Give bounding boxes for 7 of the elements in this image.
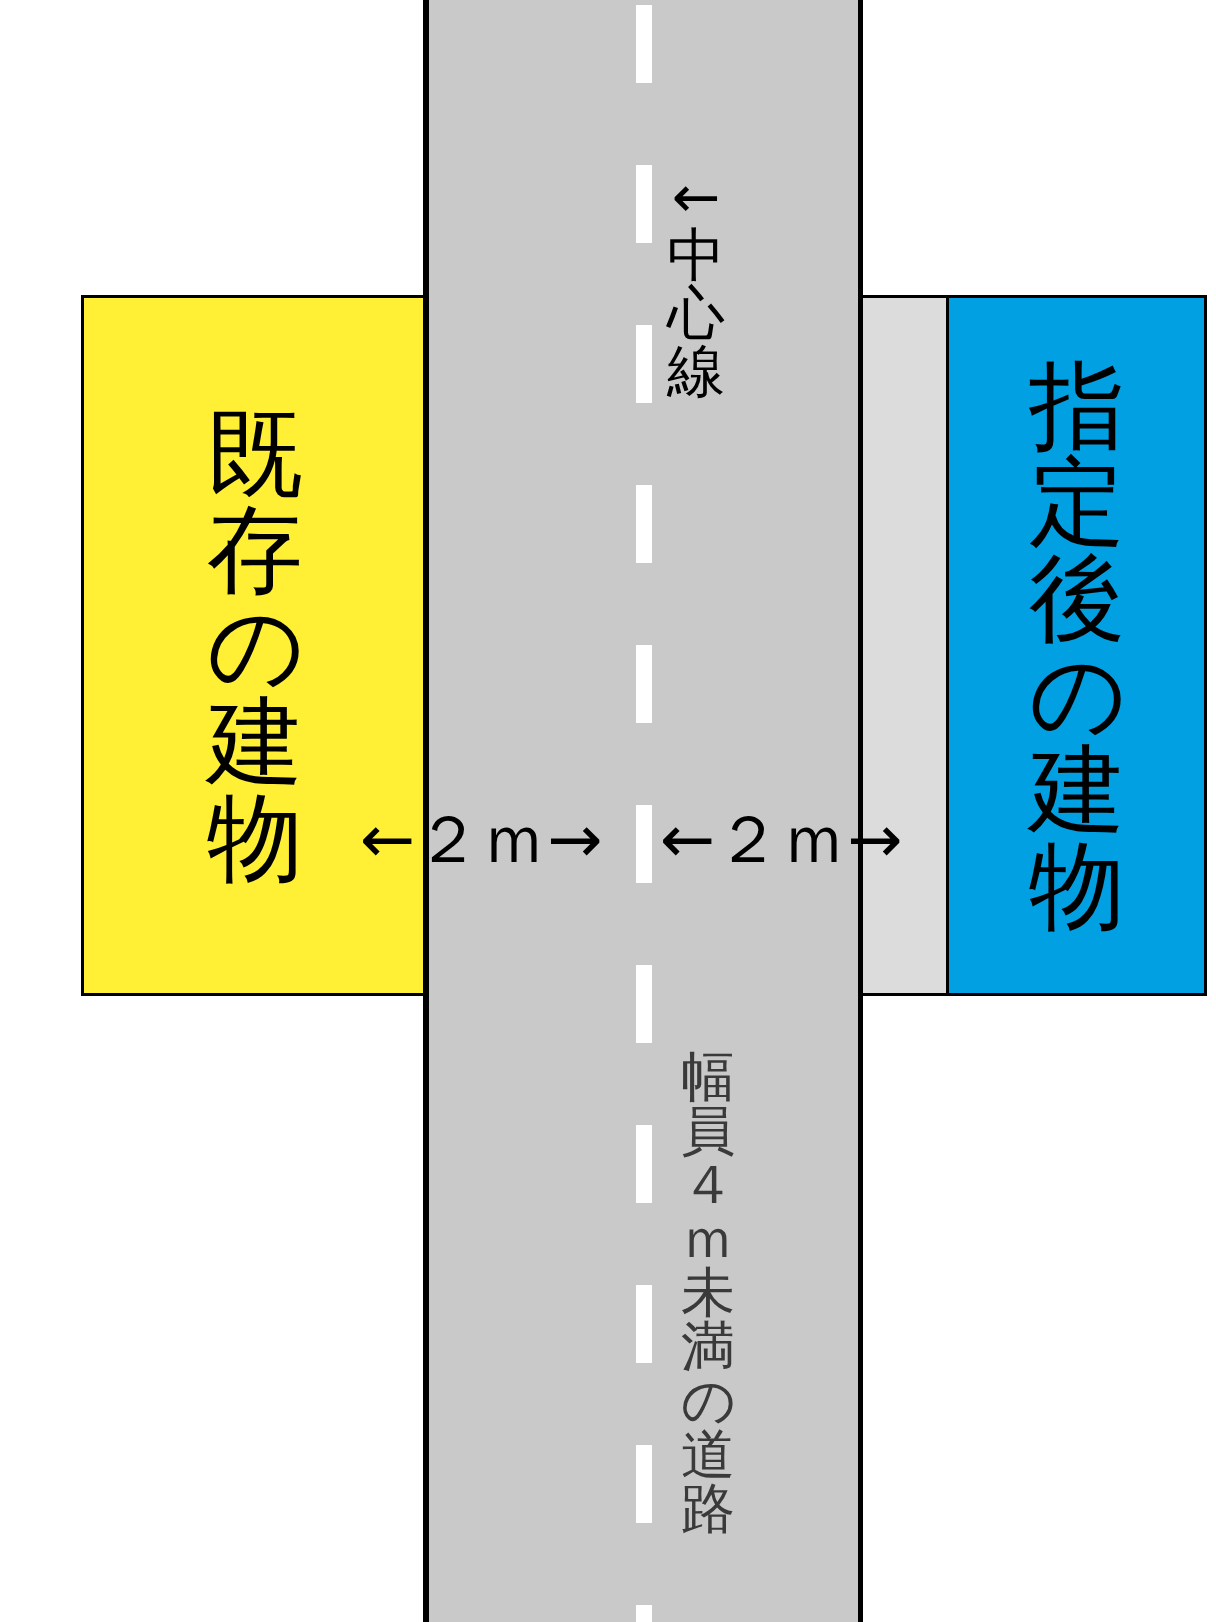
road-label: 幅員４ｍ未満の道路 (681, 1050, 735, 1536)
building-label: 既存の建物 (207, 406, 303, 886)
dimension-label: ←２ｍ→ (360, 807, 603, 873)
designated-building-box (946, 295, 1207, 996)
building-label: 指定後の建物 (1029, 358, 1125, 934)
center-line-label: ←中心線 (667, 168, 725, 400)
existing-building-box (81, 295, 426, 996)
